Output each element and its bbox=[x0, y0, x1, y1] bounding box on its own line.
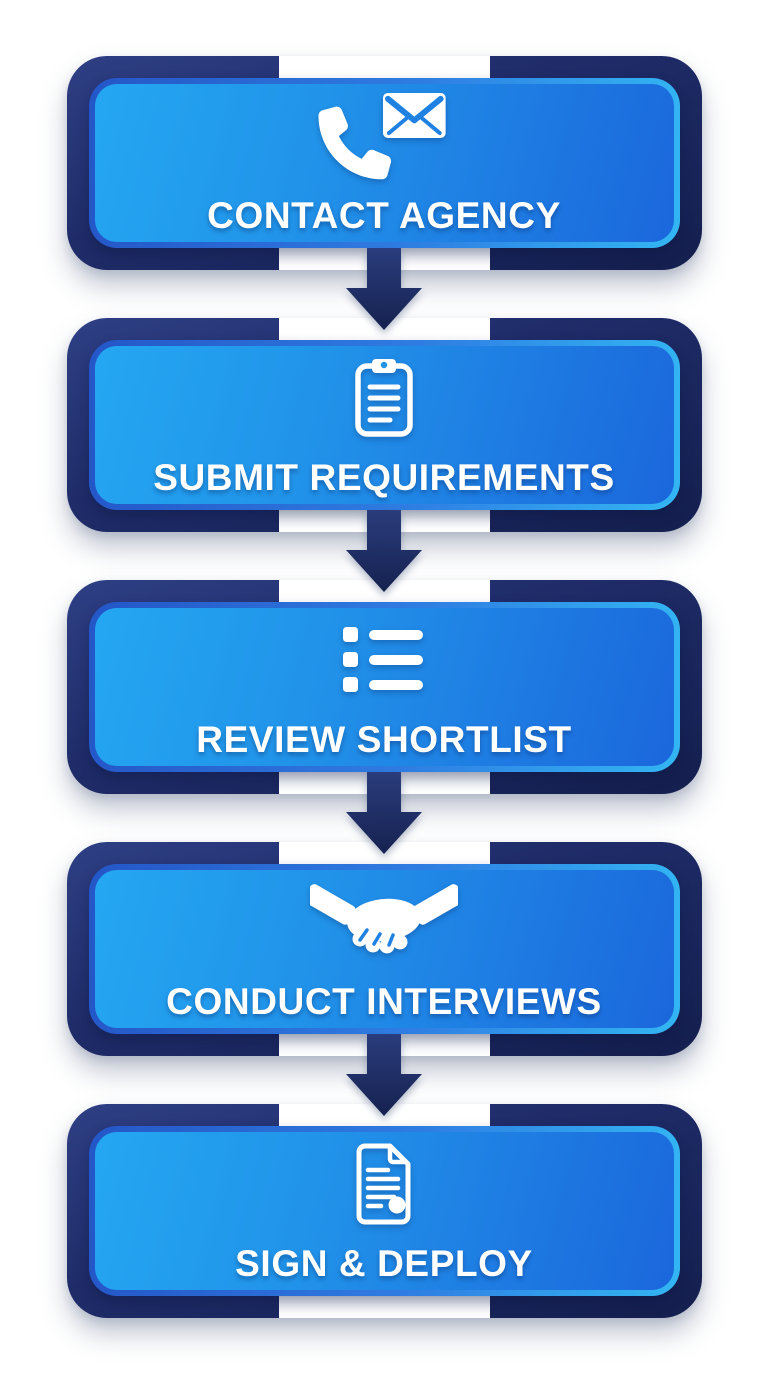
panel-ring: SUBMIT REQUIREMENTS bbox=[88, 340, 680, 510]
panel-ring: CONDUCT INTERVIEWS bbox=[88, 864, 680, 1034]
document-seal-icon bbox=[352, 1141, 416, 1227]
down-arrow-icon bbox=[346, 772, 422, 854]
down-arrow-icon bbox=[346, 248, 422, 330]
panel: CONDUCT INTERVIEWS bbox=[94, 870, 674, 1028]
step-label: CONDUCT INTERVIEWS bbox=[166, 980, 602, 1022]
down-arrow-icon bbox=[346, 1034, 422, 1116]
connector bbox=[67, 510, 702, 592]
frame-notch bbox=[278, 1295, 490, 1318]
panel: SIGN & DEPLOY bbox=[94, 1132, 674, 1290]
connector bbox=[67, 1034, 702, 1116]
panel: REVIEW SHORTLIST bbox=[94, 608, 674, 766]
panel: SUBMIT REQUIREMENTS bbox=[94, 346, 674, 504]
step-label: REVIEW SHORTLIST bbox=[196, 718, 572, 760]
step-label: SIGN & DEPLOY bbox=[235, 1242, 533, 1284]
step-conduct-interviews: CONDUCT INTERVIEWS bbox=[66, 842, 702, 1056]
phone-envelope-icon bbox=[318, 92, 450, 179]
panel-ring: CONTACT AGENCY bbox=[88, 78, 680, 248]
panel-ring: REVIEW SHORTLIST bbox=[88, 602, 680, 772]
connector bbox=[67, 772, 702, 854]
clipboard-icon bbox=[353, 355, 415, 441]
connector bbox=[67, 248, 702, 330]
step-contact-agency: CONTACT AGENCY bbox=[66, 56, 702, 270]
list-icon bbox=[343, 617, 425, 703]
handshake-icon bbox=[310, 879, 458, 965]
recruitment-flowchart: CONTACT AGENCY bbox=[66, 56, 702, 1318]
step-submit-requirements: SUBMIT REQUIREMENTS bbox=[66, 318, 702, 532]
step-label: SUBMIT REQUIREMENTS bbox=[153, 456, 615, 498]
panel-ring: SIGN & DEPLOY bbox=[88, 1126, 680, 1296]
panel: CONTACT AGENCY bbox=[94, 84, 674, 242]
step-label: CONTACT AGENCY bbox=[207, 194, 561, 236]
step-review-shortlist: REVIEW SHORTLIST bbox=[66, 580, 702, 794]
step-sign-deploy: SIGN & DEPLOY bbox=[66, 1104, 702, 1318]
down-arrow-icon bbox=[346, 510, 422, 592]
frame-notch bbox=[278, 56, 490, 79]
